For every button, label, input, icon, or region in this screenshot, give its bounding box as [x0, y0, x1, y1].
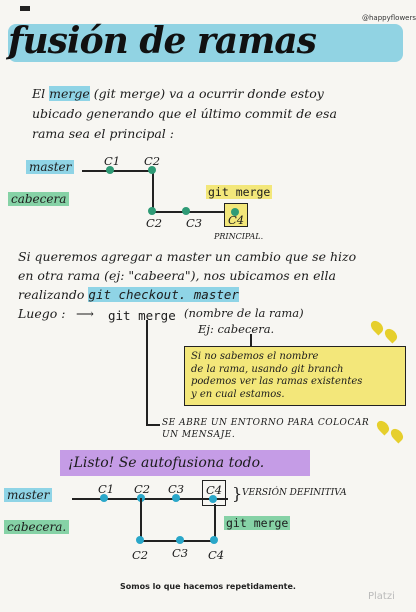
- label-c2b: C2: [132, 548, 149, 562]
- page-title: fusión de ramas: [8, 20, 317, 62]
- label-c4: C4: [228, 213, 245, 227]
- label-c4b: C4: [208, 548, 225, 562]
- gitmerge-label-2: git merge: [224, 516, 291, 530]
- commit-c3-2: [172, 494, 180, 502]
- example-connector: [250, 334, 252, 350]
- intro-line-2: ubicado generando que el último commit d…: [32, 106, 337, 121]
- title-highlight: [8, 24, 403, 62]
- branch-label-cabecera: cabecera: [8, 192, 70, 206]
- merge-line-2: [214, 504, 216, 541]
- intro-rest-line1: (git merge) va a ocurrir donde estoy: [93, 86, 324, 101]
- branch-tip-note: Si no sabemos el nombre de la rama, usan…: [184, 346, 406, 406]
- intro-word-merge: merge: [49, 86, 90, 101]
- master-drop-line: [152, 170, 154, 212]
- commit-c4-box: C4: [224, 203, 248, 227]
- label-c2-top: C2: [144, 154, 161, 168]
- label-c2-2: C2: [134, 482, 151, 496]
- author-tag: @happyflowers: [362, 14, 416, 22]
- merge-command: git merge: [108, 308, 176, 323]
- label-c3b: C3: [172, 546, 189, 560]
- commit-c4: [231, 208, 239, 216]
- done-banner: ¡Listo! Se autofusiona todo.: [60, 450, 310, 476]
- platzi-logo: Platzi: [368, 591, 395, 602]
- editor-note-line-1: SE ABRE UN ENTORNO PARA COLOCAR: [162, 418, 370, 428]
- luego-label: Luego :: [18, 306, 66, 321]
- label-c3-2: C3: [168, 482, 185, 496]
- intro-word-el: El: [32, 86, 46, 101]
- commit-c1: [106, 166, 114, 174]
- cabecera-drop-2: [140, 498, 142, 540]
- note-line-3: podemos ver las ramas existentes: [191, 376, 363, 387]
- brace-glyph: }: [232, 484, 243, 503]
- checkout-command: git checkout. master: [88, 287, 239, 302]
- note-line-4: y en cual estamos.: [191, 388, 285, 400]
- editor-note-line-2: UN MENSAJE.: [162, 430, 236, 440]
- merge-example: Ej: cabecera.: [198, 322, 275, 336]
- commit-c3b: [176, 536, 184, 544]
- commit-c4-2: [209, 495, 217, 503]
- commit-c4-box-2: C4: [202, 480, 226, 506]
- branch-label-master-2: master: [4, 488, 53, 502]
- principal-label: PRINCIPAL.: [214, 232, 264, 241]
- label-c2-bottom: C2: [146, 216, 163, 230]
- intro-line-1: El merge (git merge) va a ocurrir donde …: [32, 84, 324, 103]
- para2-line-3: realizando git checkout. master: [18, 285, 239, 304]
- luego-arrow: ⟶: [76, 306, 94, 321]
- commit-c1-2: [100, 494, 108, 502]
- cabecera-line: [152, 211, 230, 213]
- master-line-2: [72, 498, 228, 500]
- note-line-2: de la rama, usando git branch: [191, 363, 344, 375]
- yellow-drop-icon: [388, 426, 406, 444]
- label-c1-2: C1: [98, 482, 115, 496]
- para2-line-2: en otra rama (ej: "cabeera"), nos ubicam…: [18, 268, 336, 283]
- commit-c2-bottom: [148, 207, 156, 215]
- commit-c4b: [210, 536, 218, 544]
- gitmerge-label-1: git merge: [206, 185, 273, 199]
- branch-label-cabecera-2: cabecera.: [4, 520, 70, 534]
- footer-quote: Somos lo que hacemos repetidamente.: [120, 582, 296, 591]
- master-line: [82, 170, 152, 172]
- label-c3: C3: [186, 216, 203, 230]
- label-c1: C1: [104, 154, 121, 168]
- intro-line-3: rama sea el principal :: [32, 126, 174, 141]
- merge-command-param: (nombre de la rama): [184, 306, 304, 320]
- branch-label-master: master: [26, 160, 75, 174]
- yellow-drop-icon: [382, 326, 400, 344]
- luego-connector: [146, 320, 148, 424]
- luego-connector-end: [146, 424, 160, 426]
- commit-c2-top: [148, 166, 156, 174]
- label-c4-2: C4: [206, 483, 223, 497]
- commit-c3: [182, 207, 190, 215]
- yellow-drop-icon: [368, 318, 386, 336]
- final-version-label: VERSIÓN DEFINITIVA: [242, 488, 347, 498]
- corner-mark: [20, 6, 30, 11]
- note-line-1: Si no sabemos el nombre: [191, 351, 319, 362]
- yellow-drop-icon: [374, 418, 392, 436]
- commit-c2b: [136, 536, 144, 544]
- para2-prefix: realizando: [18, 287, 85, 302]
- para2-line-1: Si queremos agregar a master un cambio q…: [18, 249, 357, 264]
